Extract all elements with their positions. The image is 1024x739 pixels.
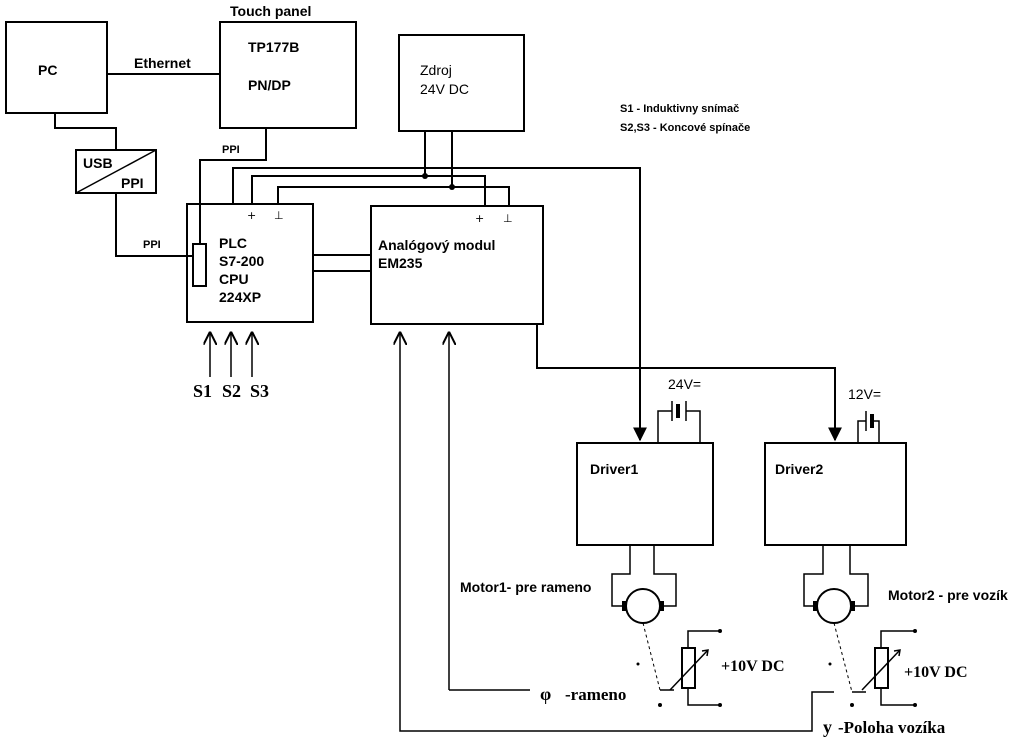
analog-ground: ⊥ <box>503 212 513 225</box>
plc-cpu: CPU <box>219 271 249 287</box>
analog-module-block: + ⊥ Analógový modul EM235 <box>370 205 544 325</box>
plc-cpu-model: 224XP <box>219 289 261 305</box>
motor2-label: Motor2 - pre vozík <box>888 587 1008 603</box>
driver1-label: Driver1 <box>590 461 638 477</box>
driver2-voltage: 12V= <box>848 386 881 402</box>
pc-block: PC <box>5 21 108 114</box>
usb-ppi-adapter: USB PPI <box>75 149 157 194</box>
pc-usb-link <box>54 113 117 150</box>
pot2-label: +10V DC <box>904 664 968 681</box>
potentiometer1: +10V DC <box>636 629 785 707</box>
touch-panel-title: Touch panel <box>230 3 311 19</box>
plc-title: PLC <box>219 235 247 251</box>
driver2-label: Driver2 <box>775 461 823 477</box>
driver1-block: Driver1 24V= <box>576 376 714 607</box>
y-text: -Poloha vozíka <box>838 718 946 737</box>
power-supply-voltage: 24V DC <box>420 81 469 97</box>
sensor-s1: S1 <box>193 381 212 401</box>
ethernet-label: Ethernet <box>134 55 191 71</box>
plc-port <box>192 243 207 287</box>
plc-ground: ⊥ <box>274 209 284 222</box>
ppi-label-1: PPI <box>143 239 161 251</box>
touch-panel-model: TP177B <box>248 39 299 55</box>
plc-model: S7-200 <box>219 253 264 269</box>
ppi-label-2: PPI <box>222 144 240 156</box>
sensor-inputs: S1 S2 S3 <box>193 333 269 401</box>
ppi-adapter-label: PPI <box>121 175 144 191</box>
motor1: Motor1- pre rameno <box>460 579 664 691</box>
touch-panel-block: Touch panel TP177B PN/DP <box>219 3 357 129</box>
phi-symbol: φ <box>540 684 551 704</box>
touch-panel-interface: PN/DP <box>248 77 291 93</box>
analog-module-title: Analógový modul <box>378 237 495 253</box>
pot1-label: +10V DC <box>721 658 785 675</box>
phi-text: -rameno <box>565 685 626 704</box>
usb-label: USB <box>83 155 113 171</box>
plc-plus: + <box>247 209 256 222</box>
motor2: Motor2 - pre vozík <box>813 587 1008 693</box>
legend-line-1: S1 - Induktivny snímač <box>620 103 739 115</box>
analog-plus: + <box>475 212 484 225</box>
power-supply-name: Zdroj <box>420 62 452 78</box>
sensor-s2: S2 <box>222 381 241 401</box>
potentiometer2: +10V DC <box>828 629 968 707</box>
plc-block: + ⊥ PLC S7-200 CPU 224XP <box>186 203 314 323</box>
ppi-link-2 <box>199 128 267 244</box>
pc-label: PC <box>38 62 57 78</box>
motor1-label: Motor1- pre rameno <box>460 579 591 595</box>
analog-module-model: EM235 <box>378 255 423 271</box>
driver2-block: Driver2 12V= <box>764 386 907 607</box>
sensor-s3: S3 <box>250 381 269 401</box>
ppi-link-1 <box>115 193 193 257</box>
driver1-voltage: 24V= <box>668 376 701 392</box>
y-feedback-line <box>400 333 834 732</box>
y-symbol: y <box>823 717 832 737</box>
legend-line-2: S2,S3 - Koncové spínače <box>620 122 750 134</box>
power-supply-block: Zdroj 24V DC <box>398 34 525 132</box>
power-distribution <box>232 131 842 442</box>
